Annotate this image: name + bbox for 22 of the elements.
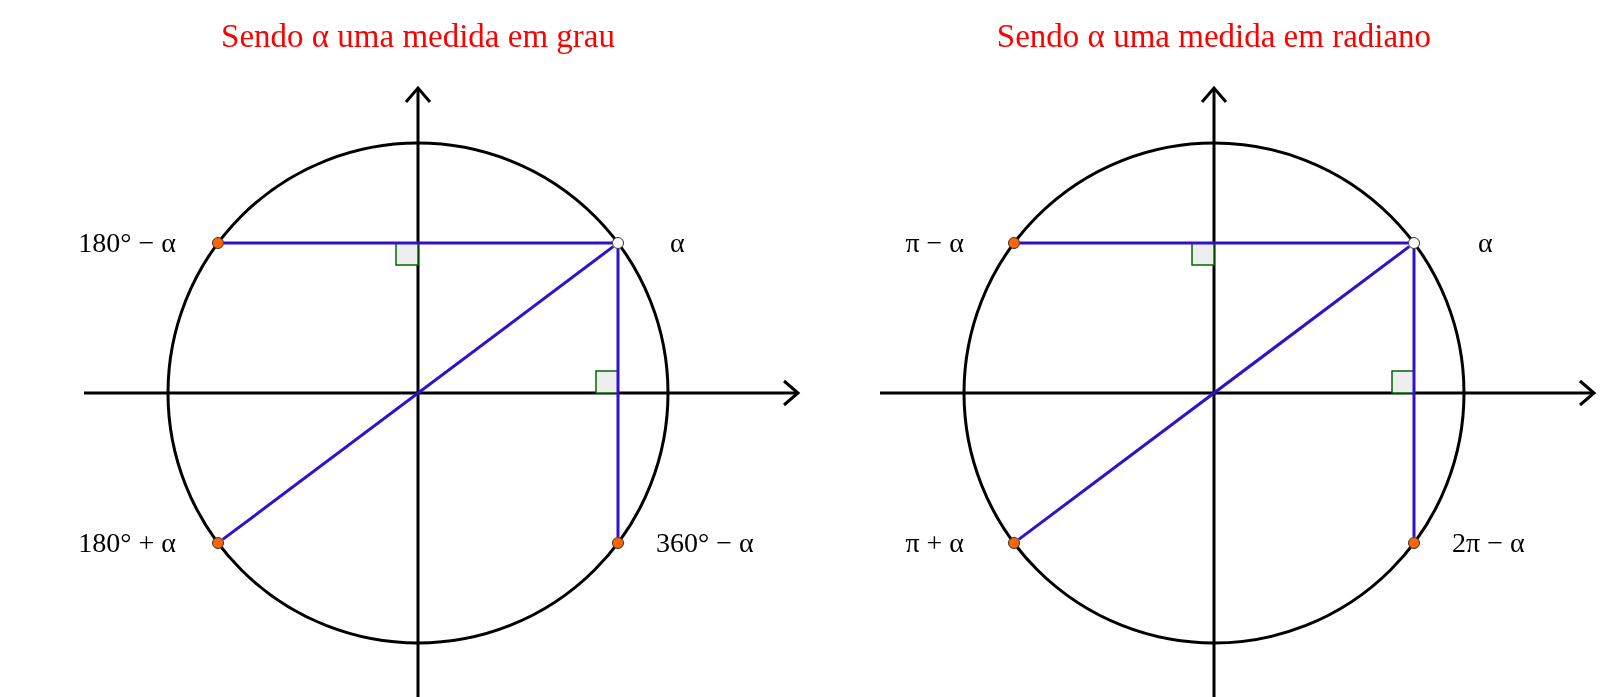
line-segment <box>1020 241 1408 245</box>
point-label: 2π − α <box>1452 527 1525 559</box>
point-marker <box>1008 237 1020 249</box>
panel-title: Sendo α uma medida em grau <box>221 18 615 55</box>
point-label: 180° − α <box>78 227 176 259</box>
line-segment <box>1412 249 1416 537</box>
line-segment <box>1017 245 1411 541</box>
point-marker <box>612 537 624 549</box>
panel-title: Sendo α uma medida em radiano <box>996 18 1432 55</box>
point-marker <box>1408 537 1420 549</box>
point-label: 180° + α <box>78 527 176 559</box>
line-segment <box>221 245 615 541</box>
point-marker <box>1008 537 1020 549</box>
point-label: π + α <box>905 527 964 559</box>
point-label: α <box>670 227 685 259</box>
point-label: 360° − α <box>656 527 754 559</box>
point-label: α <box>1478 227 1493 259</box>
line-segment <box>224 241 612 245</box>
point-marker <box>212 537 224 549</box>
line-segment <box>616 249 620 537</box>
point-label: π − α <box>905 227 964 259</box>
point-marker <box>212 237 224 249</box>
